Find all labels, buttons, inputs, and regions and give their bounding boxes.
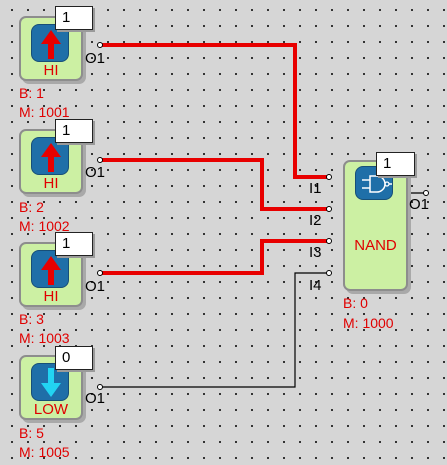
block-b-label: B: 5 [19, 425, 44, 441]
nand-value-box[interactable]: 1 [376, 152, 415, 176]
output-pin[interactable] [97, 270, 103, 276]
block-value-box[interactable]: 1 [55, 232, 93, 256]
output-pin[interactable] [97, 157, 103, 163]
input-pin-label: I2 [309, 212, 322, 229]
block-m-label: M: 1002 [19, 218, 70, 234]
block-type-label: HI [43, 175, 59, 192]
input-pin-label: I3 [309, 244, 322, 261]
output-pin-label: O1 [85, 164, 106, 181]
input-pin-i1[interactable] [326, 174, 332, 180]
output-pin-label: O1 [409, 196, 430, 213]
output-pin[interactable] [97, 384, 103, 390]
output-pin-label: O1 [85, 278, 106, 295]
wire-b3-to-i3[interactable] [101, 239, 329, 275]
nand-m-label: M: 1000 [343, 315, 394, 331]
output-pin[interactable] [423, 190, 429, 196]
block-b-label: B: 2 [19, 199, 44, 215]
output-pin-label: O1 [85, 390, 106, 407]
block-m-label: M: 1001 [19, 104, 70, 120]
block-b-label: B: 3 [19, 311, 44, 327]
input-pin-i3[interactable] [326, 238, 332, 244]
block-value-box[interactable]: 1 [55, 119, 93, 143]
block-m-label: M: 1003 [19, 330, 70, 346]
input-pin-label: I4 [309, 277, 322, 294]
arrow-up-icon [31, 250, 69, 288]
wire-b5-to-i4[interactable] [101, 272, 329, 388]
block-type-label: LOW [33, 401, 69, 418]
arrow-up-icon [31, 137, 69, 175]
block-value-box[interactable]: 1 [55, 6, 93, 30]
block-value-box[interactable]: 0 [55, 346, 93, 370]
and-gate-icon [355, 166, 393, 200]
block-m-label: M: 1005 [19, 444, 70, 460]
wire-b2-to-i2[interactable] [101, 158, 329, 211]
nand-b-label: B: 0 [343, 295, 368, 311]
block-b-label: B: 1 [19, 85, 44, 101]
output-pin[interactable] [97, 42, 103, 48]
nand-block[interactable]: NAND [343, 160, 408, 291]
hi-block-3[interactable]: HI [19, 242, 83, 307]
arrow-up-icon [31, 24, 69, 62]
output-pin-label: O1 [85, 50, 106, 67]
input-pin-i2[interactable] [326, 206, 332, 212]
arrow-down-icon [31, 363, 69, 401]
block-type-label: NAND [354, 237, 397, 254]
input-pin-label: I1 [309, 180, 322, 197]
hi-block-1[interactable]: HI [19, 16, 83, 81]
wire-b1-to-i1[interactable] [101, 43, 329, 179]
block-type-label: HI [43, 288, 59, 305]
block-type-label: HI [43, 62, 59, 79]
input-pin-i4[interactable] [326, 270, 332, 276]
hi-block-2[interactable]: HI [19, 129, 83, 194]
